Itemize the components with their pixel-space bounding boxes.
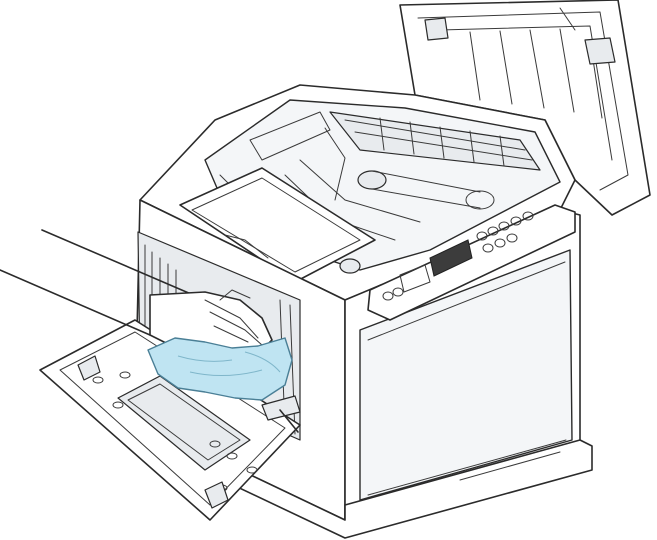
control-panel-icon [367, 204, 576, 321]
display-screen [429, 239, 473, 277]
cleaning-cloth-icon [147, 337, 293, 401]
open-front-door-icon [39, 319, 301, 521]
open-top-cover-icon [399, 0, 651, 216]
